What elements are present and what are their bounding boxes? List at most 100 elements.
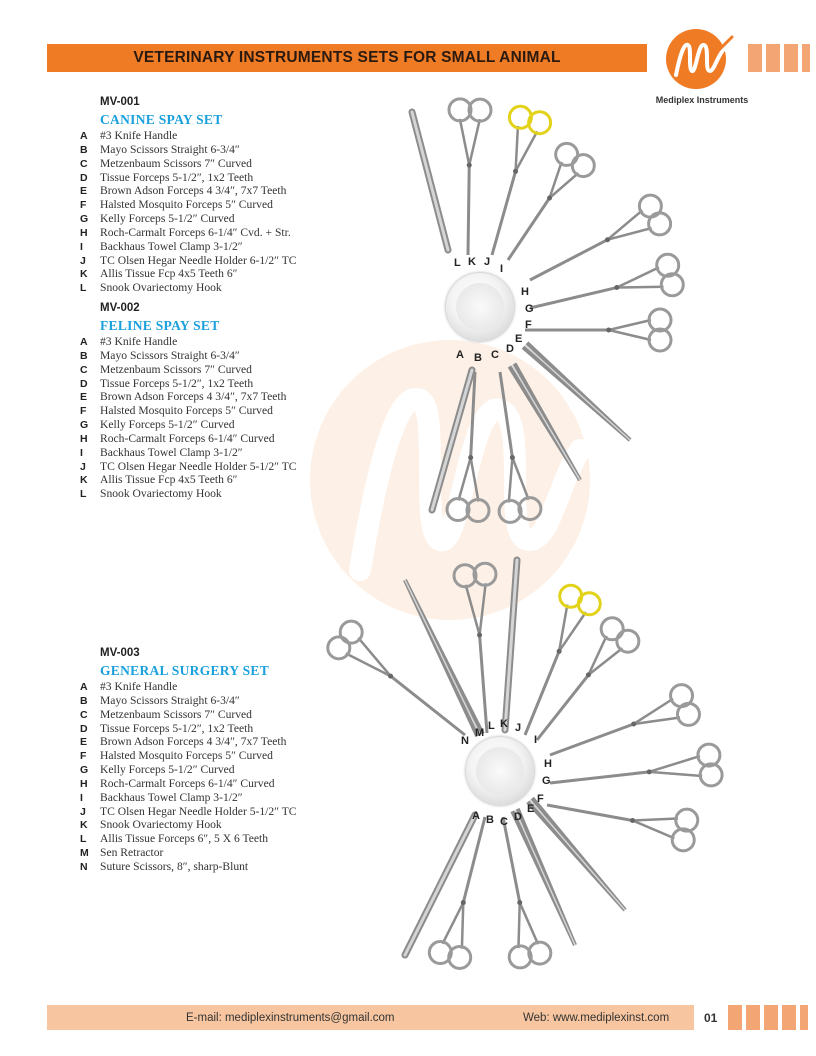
instrument-label: G <box>542 775 551 787</box>
instrument-label: M <box>475 727 485 739</box>
company-logo <box>666 29 734 89</box>
instrument-label: L <box>488 720 495 732</box>
surgical-instrument <box>526 796 627 912</box>
instrument-label: D <box>514 811 522 823</box>
set-code: MV-003 <box>100 647 140 659</box>
instrument-label: A <box>456 349 464 361</box>
instrument-label: G <box>525 303 534 315</box>
instrument-label: B <box>486 814 494 826</box>
footer-decor-square <box>800 1005 808 1030</box>
instrument-label: E <box>527 803 535 815</box>
instrument-label: E <box>515 333 523 345</box>
instrument-label: B <box>474 352 482 364</box>
surgical-instrument <box>549 683 701 757</box>
surgical-instrument <box>510 808 577 946</box>
list-item: A#3 Knife Handle <box>80 680 178 693</box>
instrument-label: I <box>500 263 504 275</box>
footer-web: Web: www.mediplexinst.com <box>523 1012 670 1024</box>
surgical-instrument <box>521 341 632 442</box>
surgical-instrument <box>490 104 553 256</box>
surgical-instrument <box>549 742 724 788</box>
surgical-instrument <box>501 816 553 970</box>
instrument-label: C <box>500 816 508 828</box>
instrument-label: A <box>472 810 480 822</box>
set-code: MV-001 <box>100 96 140 108</box>
company-name: Mediplex Instruments <box>655 95 749 105</box>
set-mv-001: MV-001 CANINE SPAY SET A#3 Knife Handle … <box>80 96 297 295</box>
surgical-instrument <box>326 619 466 737</box>
surgical-instrument <box>428 366 476 514</box>
footer-decor-square <box>746 1005 760 1030</box>
instrument-label: K <box>500 718 508 730</box>
instrument-label: I <box>534 734 538 746</box>
instrument-label: H <box>544 758 552 770</box>
surgical-instrument <box>507 362 582 482</box>
set-title: GENERAL SURGERY SET <box>100 663 270 678</box>
surgical-instrument <box>403 579 485 738</box>
surgical-instrument <box>535 616 641 741</box>
instrument-tray-center <box>476 747 524 795</box>
instrument-label: J <box>515 722 522 734</box>
surgical-instrument <box>523 583 602 736</box>
set-mv-002: MV-002 FELINE SPAY SET A#3 Knife Handle … <box>80 302 297 501</box>
surgical-instrument <box>501 556 521 734</box>
list-item: A#3 Knife Handle <box>80 335 178 348</box>
surgical-instrument <box>497 371 543 524</box>
surgical-instrument <box>506 141 596 261</box>
instrument-tray-center <box>456 283 504 331</box>
instrument-label: K <box>468 256 476 268</box>
surgical-instrument <box>546 803 700 853</box>
instrument-label: J <box>484 256 491 268</box>
instrument-label: C <box>491 349 499 361</box>
surgical-instrument <box>529 193 673 282</box>
surgical-instrument <box>525 307 673 353</box>
footer-decor-square <box>728 1005 742 1030</box>
list-item: A#3 Knife Handle <box>80 129 178 142</box>
footer-email: E-mail: mediplexinstruments@gmail.com <box>186 1012 395 1024</box>
instrument-label: F <box>525 319 532 331</box>
set-mv-003: MV-003 GENERAL SURGERY SET A#3 Knife Han… <box>80 647 297 874</box>
surgical-instrument <box>447 97 493 256</box>
surgical-instrument <box>401 811 479 959</box>
surgical-instrument <box>445 371 491 524</box>
instrument-drawing <box>408 97 685 524</box>
surgical-instrument <box>427 816 487 970</box>
instrument-label: H <box>521 286 529 298</box>
set-title: CANINE SPAY SET <box>100 112 223 127</box>
header-decor-square <box>766 44 780 72</box>
footer-decor-square <box>782 1005 796 1030</box>
instrument-label: L <box>454 257 461 269</box>
